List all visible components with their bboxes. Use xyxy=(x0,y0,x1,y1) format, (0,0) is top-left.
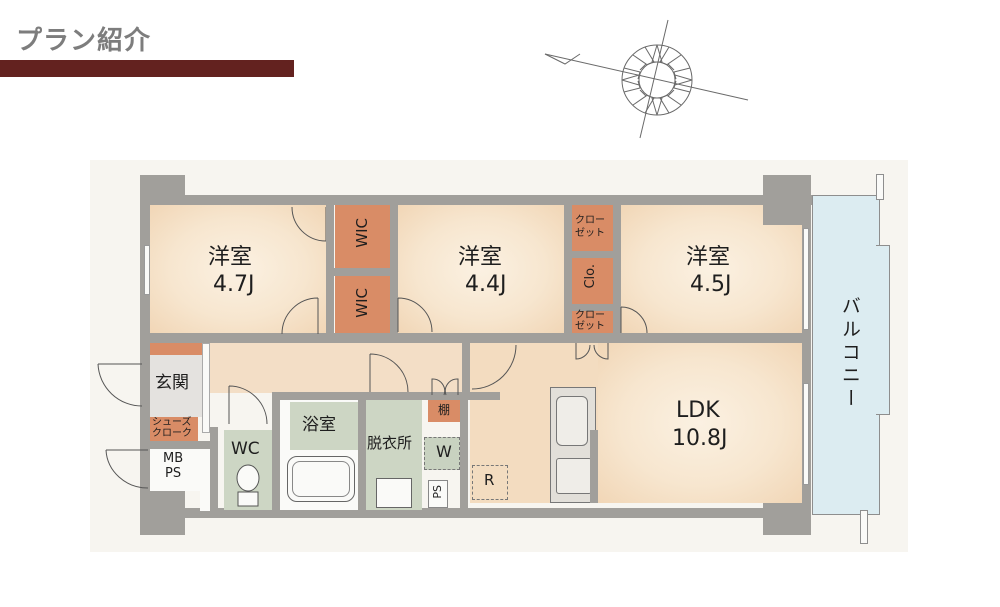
window-bedroom-1 xyxy=(144,245,150,295)
dressing-label: 脱衣所 xyxy=(367,434,413,452)
shelf-label: 棚 xyxy=(438,403,451,417)
room-size-bedroom-2: 4.4J xyxy=(465,272,507,297)
window-ldk xyxy=(803,383,809,485)
corner-pillar-bl xyxy=(140,490,185,535)
room-bedroom-3 xyxy=(621,205,802,333)
closet-top-label-2: ゼット xyxy=(575,228,605,239)
wall-closet-divider-1 xyxy=(572,251,613,258)
door-swing-mbps xyxy=(105,449,149,489)
wall-ldk-stub xyxy=(470,392,500,400)
ps-label: PS xyxy=(431,485,444,499)
mbps-annex xyxy=(200,449,210,511)
balcony-railing-top xyxy=(876,174,884,200)
wic-top xyxy=(335,205,390,268)
corridor-wall xyxy=(150,333,802,343)
wall-wc-right xyxy=(272,400,280,512)
entrance xyxy=(150,355,202,417)
door-swing-wc xyxy=(228,385,268,425)
shoe-cloak-label-1: シューズ xyxy=(152,417,192,428)
wall-closet-divider-2 xyxy=(572,304,613,311)
wash-basin-icon xyxy=(376,478,412,508)
balcony-label: バルコニー xyxy=(838,296,861,411)
balcony xyxy=(812,195,880,515)
wc-label: WC xyxy=(231,439,260,459)
wic-top-label: WIC xyxy=(353,218,371,248)
door-swing-bath-area xyxy=(369,353,409,393)
mbps-label-1: MB xyxy=(163,451,184,466)
entrance-storage-strip xyxy=(150,343,202,355)
wall-bedroom-1-right xyxy=(326,205,334,333)
door-swing-bedroom-2 xyxy=(397,297,433,333)
door-swing-shelf xyxy=(431,378,459,396)
door-swing-bedroom-3 xyxy=(620,306,648,334)
page-title: プラン紹介 xyxy=(16,26,152,56)
wall-wic-right xyxy=(390,205,398,333)
wall-wc-left xyxy=(210,427,218,512)
room-size-bedroom-3: 4.5J xyxy=(690,272,732,297)
window-bedroom-3 xyxy=(803,228,809,330)
washer-space xyxy=(424,437,460,470)
balcony-railing-bottom xyxy=(860,510,868,544)
closet-bottom xyxy=(572,311,613,333)
room-size-ldk: 10.8J xyxy=(672,426,728,451)
hall-divider xyxy=(202,343,210,433)
exterior-wall-left xyxy=(140,205,150,535)
closet-bottom-label-1: クロー xyxy=(575,310,605,321)
room-bedroom-1 xyxy=(150,205,326,333)
shoe-cloak xyxy=(150,417,198,441)
wall-entrance-bottom xyxy=(150,441,215,449)
closet-top xyxy=(572,205,613,251)
bathtub-inner xyxy=(292,461,350,497)
bath-label: 浴室 xyxy=(302,415,336,435)
room-name-bedroom-1: 洋室 xyxy=(208,245,253,270)
wic-bottom xyxy=(335,276,390,333)
corner-pillar-tr-inner xyxy=(763,195,811,225)
compass-rose-icon xyxy=(544,19,749,139)
room-name-ldk: LDK xyxy=(676,398,720,423)
wall-bath-right xyxy=(358,400,366,512)
door-swing-ldk xyxy=(471,344,517,390)
room-name-bedroom-2: 洋室 xyxy=(458,245,503,270)
room-ldk xyxy=(598,343,802,503)
ps-shaft xyxy=(428,480,448,508)
wall-kitchen-right xyxy=(590,430,598,503)
sink-icon xyxy=(556,396,588,446)
bath-room xyxy=(290,402,358,450)
mbps-label-2: PS xyxy=(165,466,182,481)
wall-closets-right xyxy=(613,205,621,333)
wic-bottom-label: WIC xyxy=(353,288,371,318)
hallway xyxy=(210,343,462,393)
room-size-bedroom-1: 4.7J xyxy=(213,272,255,297)
title-underline-bar xyxy=(0,60,294,77)
door-swing-bedroom-1-top xyxy=(291,206,327,242)
door-swing-bedroom-1-bottom xyxy=(281,297,319,335)
washer-label: W xyxy=(436,442,452,461)
toilet-icon xyxy=(236,464,260,507)
shoe-cloak-label-2: クローク xyxy=(152,428,192,439)
wall-bedroom-2-right xyxy=(564,205,572,333)
door-swing-closet-bottom xyxy=(575,343,609,360)
closet-bottom-label-2: ゼット xyxy=(575,321,605,332)
exterior-wall-top xyxy=(140,195,812,205)
fridge-space xyxy=(472,465,508,500)
fridge-label: R xyxy=(484,471,495,489)
door-swing-entrance xyxy=(97,363,143,407)
closet-top-label-1: クロー xyxy=(575,215,605,226)
stove-icon xyxy=(556,458,592,494)
room-name-bedroom-3: 洋室 xyxy=(686,245,731,270)
wall-dressing-right xyxy=(460,400,468,512)
balcony-ledge xyxy=(876,245,890,415)
closet-clo xyxy=(572,258,613,304)
clo-label: Clo. xyxy=(583,264,598,289)
wall-hall-bottom xyxy=(272,392,500,400)
wall-hall-right xyxy=(462,343,470,398)
entrance-label: 玄関 xyxy=(155,373,189,393)
wall-wic-divider xyxy=(334,268,391,276)
shelf xyxy=(428,400,460,422)
exterior-wall-bottom xyxy=(140,508,810,518)
mbps xyxy=(150,449,200,491)
